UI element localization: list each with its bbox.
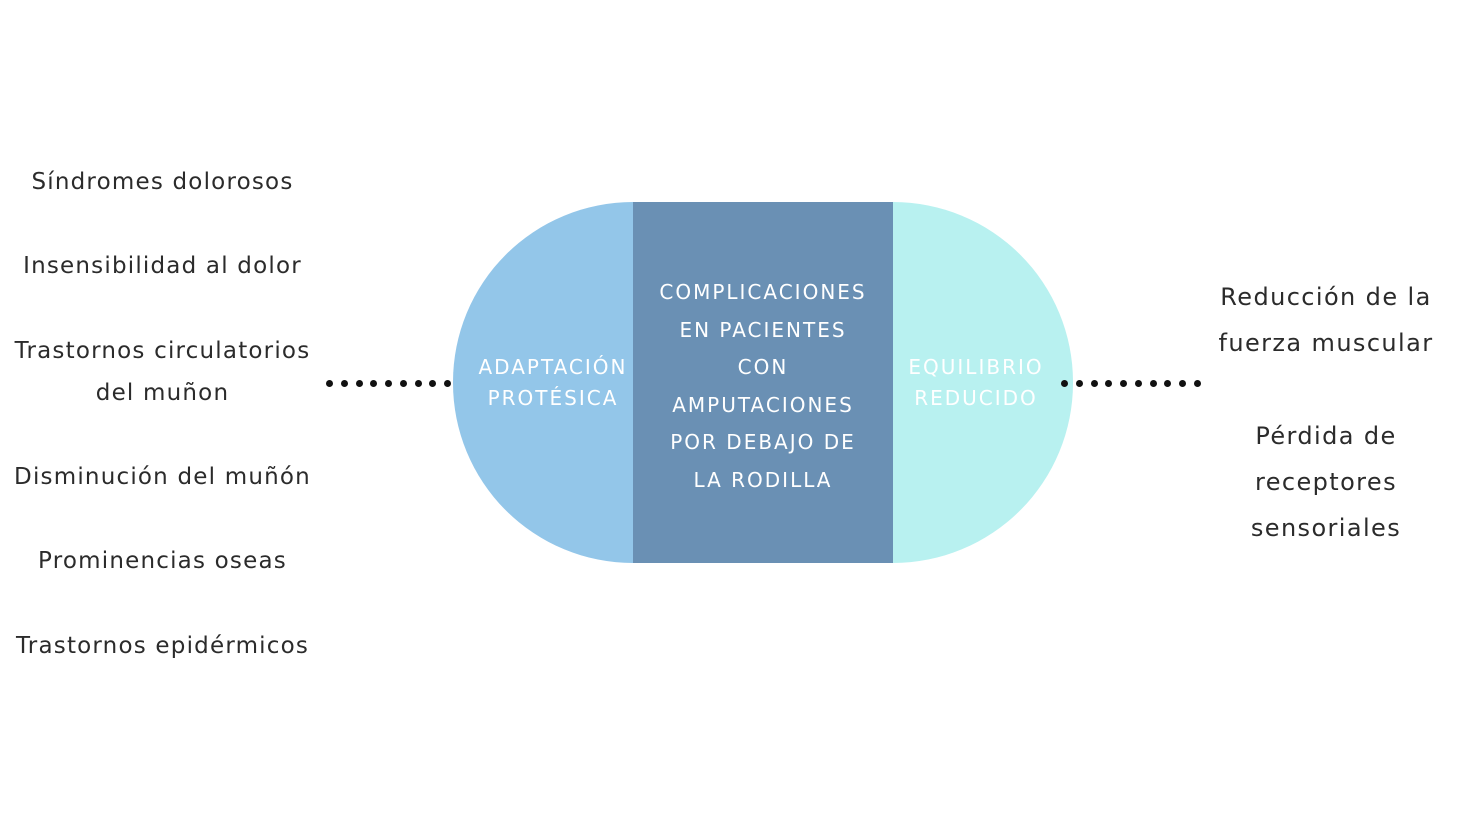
connector-dot xyxy=(326,379,333,387)
left-item-2: Insensibilidad al dolor xyxy=(23,253,302,279)
connector-dot xyxy=(355,379,363,387)
connector-dot xyxy=(1105,379,1113,387)
right-item-2: Pérdida de receptores sensoriales xyxy=(1250,422,1402,542)
left-items-list: Síndromes dolorosos Insensibilidad al do… xyxy=(0,0,325,825)
connector-dot xyxy=(385,379,393,387)
connector-dot xyxy=(1061,379,1068,387)
right-segment-label: EQUILIBRIO REDUCIDO xyxy=(908,355,1044,410)
center-title: COMPLICACIONES EN PACIENTES CON AMPUTACI… xyxy=(659,280,867,492)
left-item-4: Disminución del muñón xyxy=(14,464,311,490)
connector-dot xyxy=(340,379,348,387)
connector-dot xyxy=(444,379,452,387)
connector-dot xyxy=(1193,379,1201,387)
left-segment-label: ADAPTACIÓN PROTÉSICA xyxy=(478,355,628,410)
connector-dot xyxy=(1164,379,1172,387)
connector-dot xyxy=(1179,379,1187,387)
connector-dot xyxy=(1134,379,1142,387)
pill-center-segment xyxy=(633,202,893,563)
connector-dot xyxy=(1120,379,1128,387)
right-item-1: Reducción de la fuerza muscular xyxy=(1218,283,1434,357)
connector-dot xyxy=(1090,379,1098,387)
connector-dot xyxy=(1075,379,1083,387)
connector-dot xyxy=(399,379,407,387)
connector-dot xyxy=(1149,379,1157,387)
right-dotted-connector xyxy=(1061,377,1201,389)
right-items-list: Reducción de la fuerza muscular Pérdida … xyxy=(1200,0,1452,825)
connector-dot xyxy=(429,379,437,387)
central-pill: ADAPTACIÓN PROTÉSICA COMPLICACIONES EN P… xyxy=(453,202,1073,563)
left-item-5: Prominencias oseas xyxy=(38,548,287,574)
left-dotted-connector xyxy=(326,377,466,389)
left-item-1: Síndromes dolorosos xyxy=(31,169,294,195)
connector-dot xyxy=(414,379,422,387)
connector-dot xyxy=(370,379,378,387)
left-item-3: Trastornos circulatorios del muñon xyxy=(14,338,311,406)
left-item-6: Trastornos epidérmicos xyxy=(15,633,310,659)
